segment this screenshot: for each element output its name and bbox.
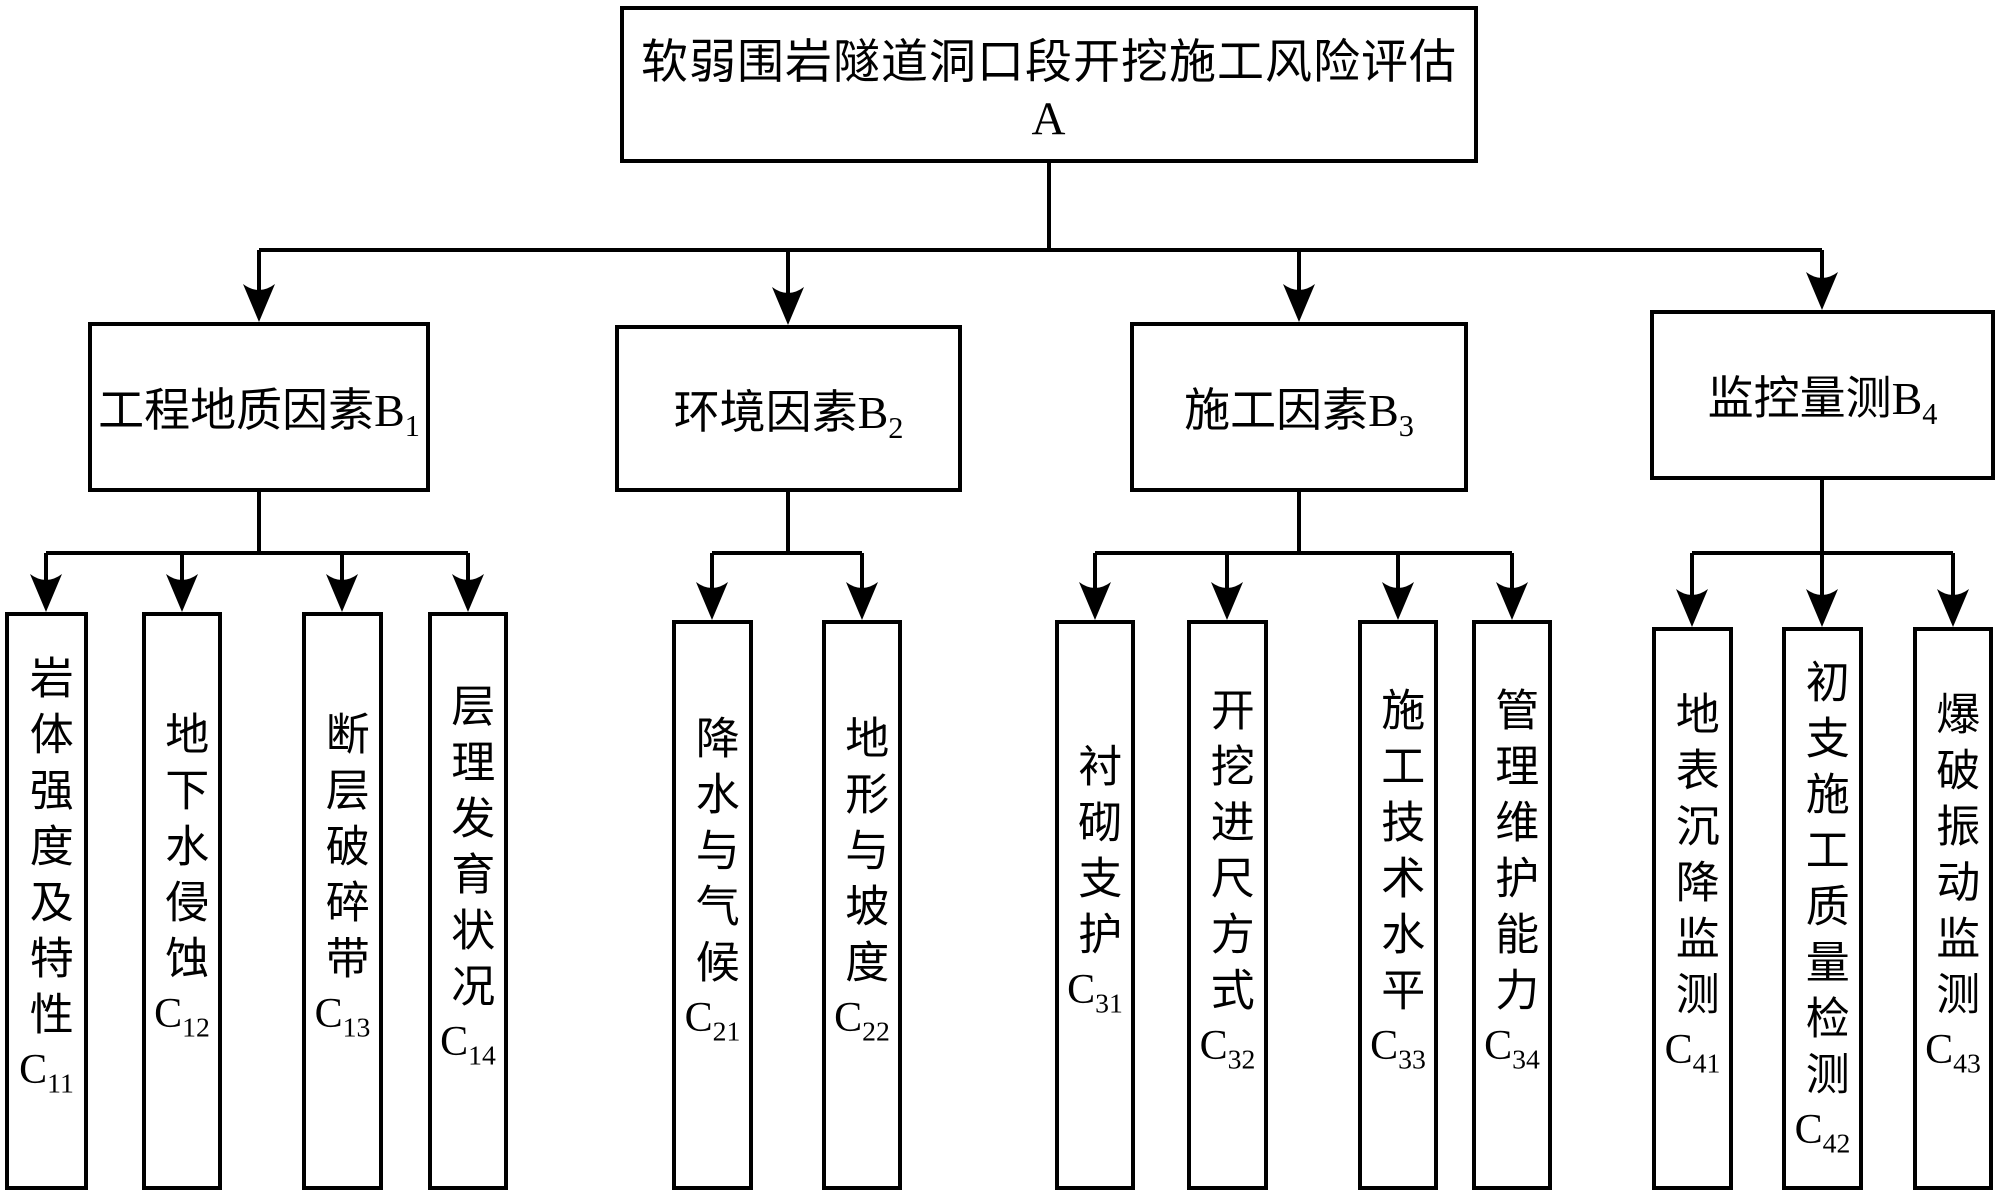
node-c22-text: 地形与坡度 [838, 715, 888, 995]
node-a-label: 软弱围岩隧道洞口段开挖施工风险评估A [641, 37, 1457, 145]
node-c14-text: 层理发育状况 [444, 683, 494, 1019]
node-c13-code: C13 [314, 991, 371, 1043]
node-c33: 施工技术水平 C33 [1358, 620, 1438, 1190]
node-c34-text: 管理维护能力 [1488, 687, 1538, 1023]
node-c43: 爆破振动监测 C43 [1913, 627, 1993, 1190]
node-c33-code: C33 [1370, 1023, 1426, 1075]
node-c11: 岩体强度及特性 C11 [5, 612, 88, 1190]
node-c42-text: 初支施工质量检测 [1798, 658, 1848, 1107]
node-c21: 降水与气候 C21 [672, 620, 753, 1190]
node-c32: 开挖进尺方式 C32 [1187, 620, 1268, 1190]
node-c41: 地表沉降监测 C41 [1652, 627, 1733, 1190]
node-c12-text: 地下水侵蚀 [158, 711, 208, 991]
node-c33-text: 施工技术水平 [1374, 687, 1424, 1023]
node-c12-code: C12 [154, 991, 210, 1043]
node-c31-code: C31 [1067, 967, 1123, 1019]
node-c22: 地形与坡度 C22 [822, 620, 902, 1190]
node-b3: 施工因素B3 [1130, 322, 1468, 492]
node-c13: 断层破碎带 C13 [302, 612, 383, 1190]
node-c21-code: C21 [684, 995, 741, 1047]
node-b2-label: 环境因素B2 [673, 386, 904, 445]
node-c31-text: 衬砌支护 [1071, 743, 1121, 967]
node-c32-text: 开挖进尺方式 [1203, 687, 1253, 1023]
node-c14: 层理发育状况 C14 [428, 612, 508, 1190]
node-c32-code: C32 [1199, 1023, 1256, 1075]
node-c41-code: C41 [1664, 1026, 1721, 1078]
node-c22-code: C22 [834, 995, 890, 1047]
node-c42: 初支施工质量检测 C42 [1782, 627, 1863, 1190]
node-c41-text: 地表沉降监测 [1668, 690, 1718, 1027]
node-c31: 衬砌支护 C31 [1055, 620, 1135, 1190]
node-c14-code: C14 [440, 1019, 496, 1071]
node-b1: 工程地质因素B1 [88, 322, 430, 492]
node-a-goal: 软弱围岩隧道洞口段开挖施工风险评估A [620, 6, 1478, 163]
node-c43-code: C43 [1925, 1026, 1981, 1078]
node-b1-label: 工程地质因素B1 [98, 385, 420, 444]
node-c34-code: C34 [1484, 1023, 1540, 1075]
node-b4-label: 监控量测B4 [1707, 373, 1938, 432]
node-c42-code: C42 [1794, 1106, 1851, 1158]
node-c34: 管理维护能力 C34 [1472, 620, 1552, 1190]
node-c13-text: 断层破碎带 [318, 711, 368, 991]
node-c11-code: C11 [19, 1047, 74, 1099]
node-b3-label: 施工因素B3 [1184, 385, 1414, 444]
node-b4: 监控量测B4 [1650, 310, 1995, 480]
node-c11-text: 岩体强度及特性 [22, 655, 72, 1047]
node-c12: 地下水侵蚀 C12 [142, 612, 222, 1190]
node-c43-text: 爆破振动监测 [1929, 690, 1979, 1027]
node-b2: 环境因素B2 [615, 325, 962, 492]
node-c21-text: 降水与气候 [688, 715, 738, 995]
